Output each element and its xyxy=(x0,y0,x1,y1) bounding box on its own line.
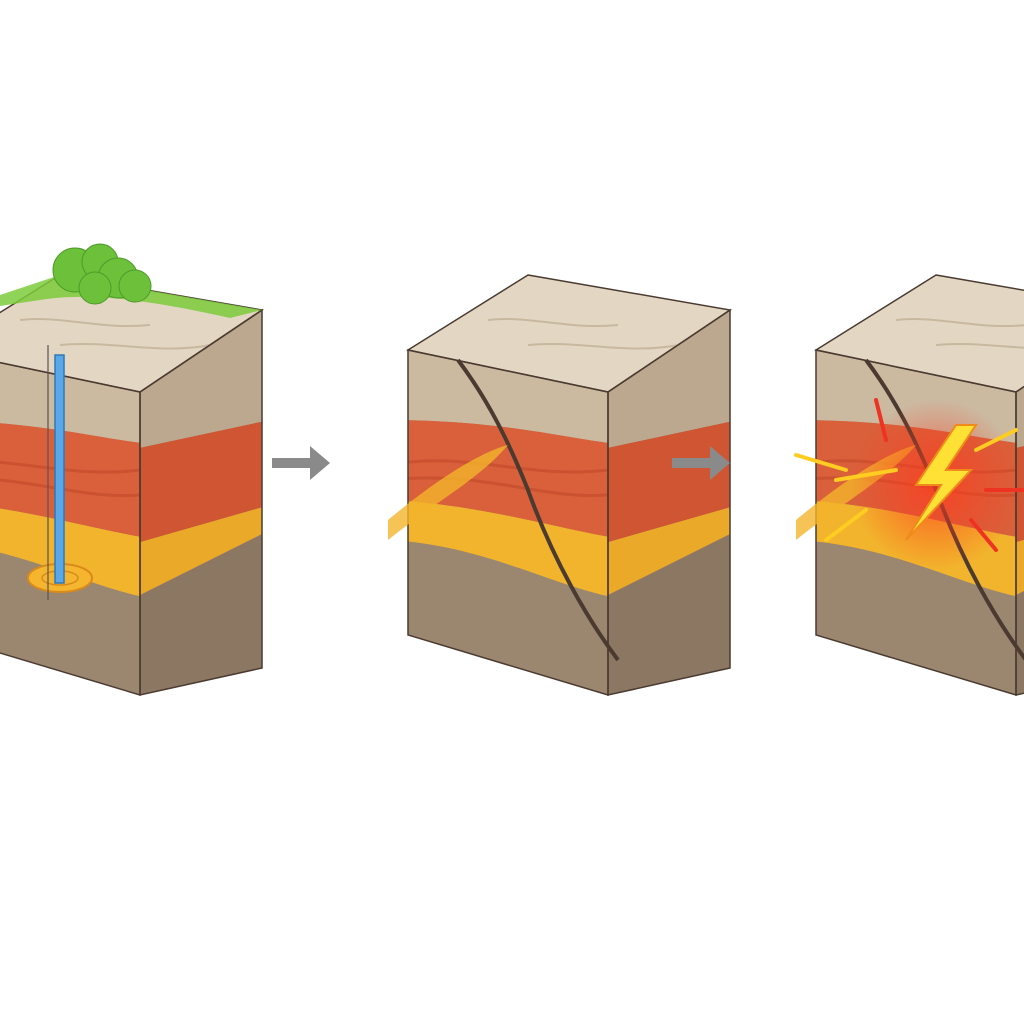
tree-shrub-4 xyxy=(118,269,152,303)
side-outline xyxy=(607,308,731,696)
burst-ray-4 xyxy=(824,508,868,542)
tree-shrub-3 xyxy=(78,271,112,305)
side-face xyxy=(1016,310,1024,695)
red-layer-streaks xyxy=(408,459,608,498)
burst-ray-1 xyxy=(874,398,888,442)
top-surface-texture xyxy=(895,317,1024,349)
red-layer-front xyxy=(408,420,608,540)
yellow-layer-side xyxy=(608,505,730,600)
front-face xyxy=(0,350,140,695)
block-1 xyxy=(0,243,264,697)
lightning-bolt-icon xyxy=(905,424,978,541)
yellow-layer-front xyxy=(408,500,608,600)
yellow-layer-side xyxy=(140,505,262,600)
block-3 xyxy=(794,274,1024,697)
burst-ray-5 xyxy=(969,518,998,552)
red-layer-streaks xyxy=(0,459,140,498)
burst-ray-6 xyxy=(834,468,898,482)
block-2 xyxy=(388,274,732,697)
burst-ray-2 xyxy=(974,428,1018,452)
top-surface-texture xyxy=(487,317,679,350)
red-layer-front xyxy=(0,420,140,540)
top-surface-texture xyxy=(19,317,211,350)
arrow-right-icon-2 xyxy=(672,446,730,480)
red-layer-side xyxy=(140,420,262,545)
side-outline xyxy=(1015,385,1024,696)
fault-crack xyxy=(456,358,620,662)
yellow-layer-front xyxy=(0,500,140,600)
side-outline xyxy=(139,308,263,696)
well-pipe xyxy=(54,354,65,584)
side-face xyxy=(140,310,262,695)
arrow-right-icon-1 xyxy=(272,446,330,480)
red-layer-side xyxy=(608,420,730,545)
burst-ray-0 xyxy=(794,453,848,472)
fluid-migration-streak xyxy=(388,445,508,540)
